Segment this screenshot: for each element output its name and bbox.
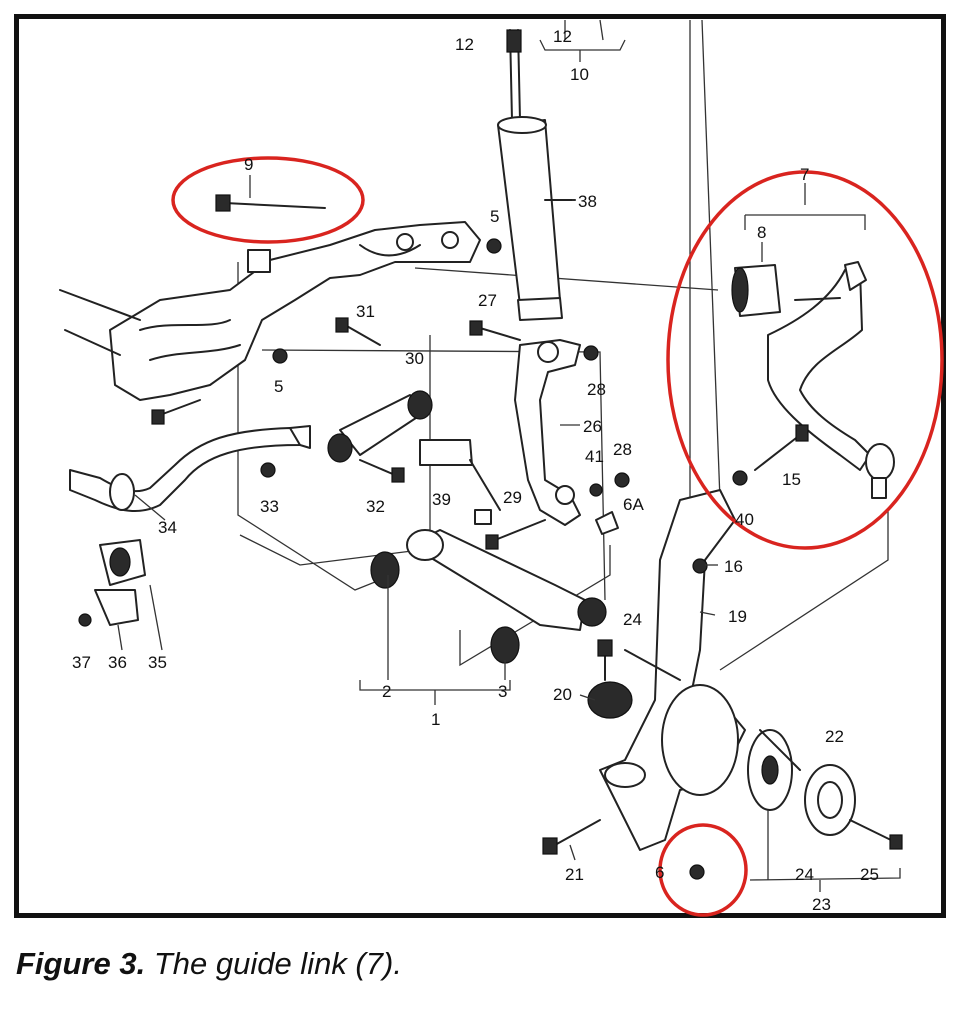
label-25: 25 [860, 865, 879, 884]
label-40: 40 [735, 510, 754, 529]
label-20: 20 [553, 685, 572, 704]
highlight-part-9 [171, 156, 365, 244]
label-23: 23 [812, 895, 831, 914]
label-36: 36 [108, 653, 127, 672]
label-2: 2 [382, 682, 391, 701]
label-19: 19 [728, 607, 747, 626]
label-34: 34 [158, 518, 177, 537]
label-16: 16 [724, 557, 743, 576]
label-6: 6 [655, 863, 664, 882]
label-24: 24 [623, 610, 642, 629]
stabilizer-bar [69, 425, 311, 512]
label-10: 10 [570, 65, 589, 84]
highlight-part-6 [658, 823, 748, 917]
label-21: 21 [565, 865, 584, 884]
label-38: 38 [578, 192, 597, 211]
part-labels: 12 12 10 9 5 38 7 8 27 31 30 5 28 26 41 … [72, 27, 879, 914]
label-31: 31 [356, 302, 375, 321]
label-5: 5 [274, 377, 283, 396]
highlight-part-7 [666, 170, 944, 550]
label-8: 8 [757, 223, 766, 242]
bolts [151, 194, 903, 855]
stabilizer-bush [94, 539, 146, 626]
guide-link [731, 261, 895, 499]
caption-text: The guide link (7). [145, 946, 402, 981]
label-28: 28 [613, 440, 632, 459]
label-9: 9 [244, 155, 253, 174]
wheel-hub [747, 729, 856, 836]
shock-absorber [497, 29, 576, 321]
label-26: 26 [583, 417, 602, 436]
figure-caption: Figure 3. The guide link (7). [16, 946, 402, 982]
coupling-rod [327, 390, 433, 463]
strut-fork [514, 339, 581, 526]
label-32: 32 [366, 497, 385, 516]
level-sender [419, 439, 501, 525]
subframe [59, 221, 481, 401]
label-37: 37 [72, 653, 91, 672]
nuts [78, 238, 748, 880]
label-12: 12 [455, 35, 474, 54]
label-3: 3 [498, 682, 507, 701]
track-control-arm [370, 529, 607, 664]
caption-figure-number: Figure 3. [16, 946, 146, 981]
label-27: 27 [478, 291, 497, 310]
label-6A: 6A [623, 495, 644, 514]
label-12: 12 [553, 27, 572, 46]
label-33: 33 [260, 497, 279, 516]
label-35: 35 [148, 653, 167, 672]
label-1: 1 [431, 710, 440, 729]
label-22: 22 [825, 727, 844, 746]
label-39: 39 [432, 490, 451, 509]
label-leaders [117, 39, 901, 892]
label-41: 41 [585, 447, 604, 466]
label-7: 7 [800, 165, 809, 184]
ball-joint [587, 639, 633, 719]
wheel-bearing-housing [599, 489, 746, 851]
highlight-circles [171, 156, 944, 917]
label-5: 5 [490, 207, 499, 226]
label-30: 30 [405, 349, 424, 368]
label-15: 15 [782, 470, 801, 489]
suspension-exploded-diagram: 12 12 10 9 5 38 7 8 27 31 30 5 28 26 41 … [59, 19, 944, 917]
label-24: 24 [795, 865, 814, 884]
label-28: 28 [587, 380, 606, 399]
label-29: 29 [503, 488, 522, 507]
